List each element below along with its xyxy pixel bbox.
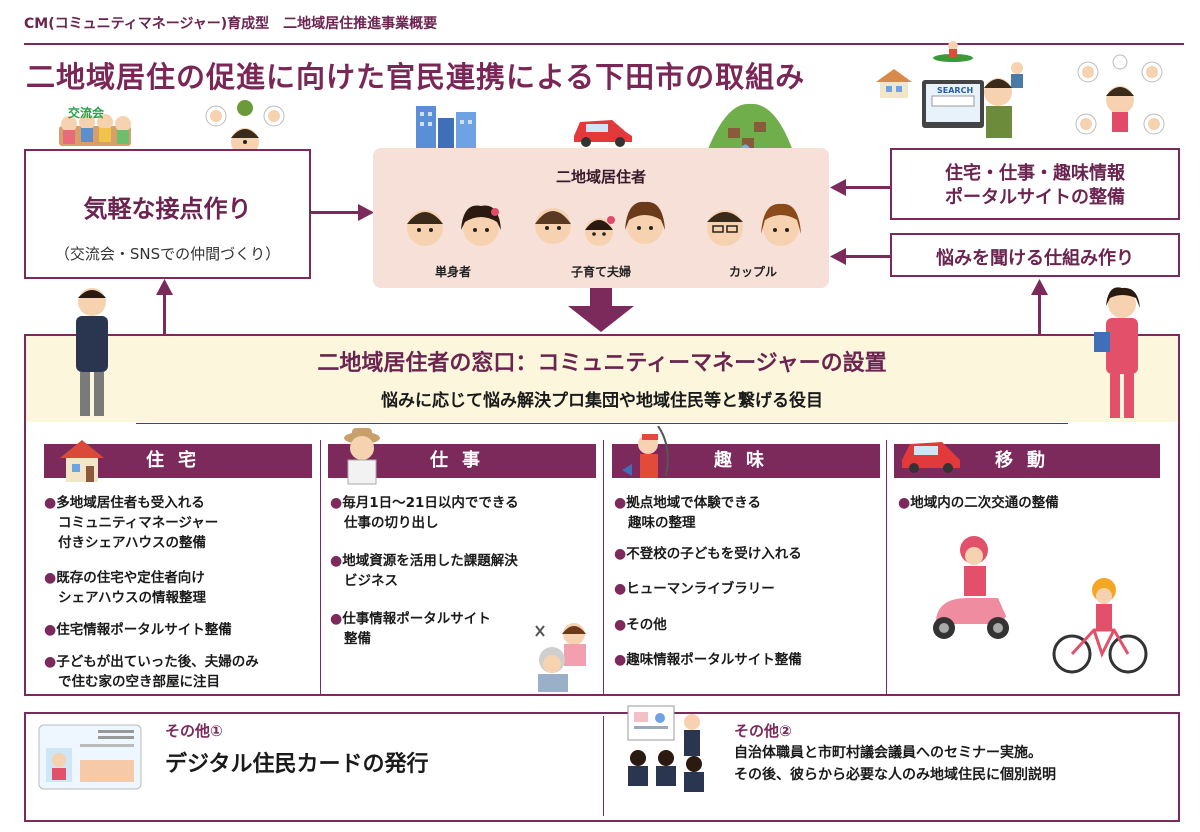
arrow-to-residents-line	[311, 211, 363, 214]
column-divider-1	[320, 440, 321, 694]
work-item-2: ●地域資源を活用した課題解決 ビジネス	[330, 553, 518, 589]
arrow-from-portal-head	[830, 179, 846, 196]
hobby-item-4: ●その他	[614, 617, 667, 633]
single-person-icons	[407, 205, 501, 246]
consult-text: 悩みを聞ける仕組み作り	[936, 248, 1134, 269]
casual-contact-box: 気軽な接点作り （交流会・SNSでの仲間づくり）	[24, 149, 311, 279]
fishing-person-illustration	[1011, 62, 1023, 88]
hobby-item-3: ●ヒューマンライブラリー	[614, 581, 775, 597]
work-item-3: ●仕事情報ポータルサイト 整備	[330, 611, 491, 647]
hobby-item-2: ●不登校の子どもを受け入れる	[614, 546, 802, 562]
hobby-item-5: ●趣味情報ポータルサイト整備	[614, 652, 802, 668]
city-buildings-illustration	[416, 106, 476, 158]
header-subtitle: CM(コミュニティマネージャー)育成型 二地域居住推進事業概要	[24, 16, 438, 32]
arrow-from-consult-head	[830, 248, 846, 265]
house-small-illustration	[876, 69, 912, 98]
arrow-from-consult-line	[845, 255, 890, 258]
seminar-illustration	[627, 705, 704, 792]
housing-item-4: ●子どもが出ていった後、夫婦のみ で住む家の空き部屋に注目	[44, 654, 259, 690]
arrow-up-right-line	[1038, 292, 1041, 334]
couple-icons	[707, 203, 801, 246]
others-2-text: 自治体職員と市町村議会議員へのセミナー実施。 その後、彼らから必要な人のみ地域住…	[734, 742, 1170, 786]
fishing-icon	[622, 426, 669, 478]
digital-card-illustration	[38, 724, 142, 790]
computer-search-illustration	[922, 78, 1012, 138]
two-region-residents-box: 二地域居住者 単身者 子育て夫婦 カップル	[373, 148, 829, 288]
community-manager-band	[26, 336, 1178, 422]
single-label: 単身者	[434, 265, 471, 279]
work-item-1: ●毎月1日～21日以内でできる 仕事の切り出し	[330, 495, 519, 531]
community-manager-title: 二地域居住者の窓口：コミュニティーマネージャーの設置	[317, 351, 887, 376]
hairdresser-illustration	[535, 623, 586, 692]
others-2-label: その他②	[734, 722, 792, 740]
housing-item-3: ●住宅情報ポータルサイト整備	[44, 622, 232, 638]
column-divider-3	[886, 440, 887, 694]
arrow-up-left-head	[156, 279, 173, 295]
kayak-illustration	[933, 41, 973, 62]
community-manager-subtitle: 悩みに応じて悩み解決プロ集団や地域住民等と繋げる役目	[381, 391, 823, 411]
transport-item-1: ●地域内の二次交通の整備	[898, 495, 1059, 511]
casual-contact-title: 気軽な接点作り	[83, 195, 252, 223]
page-title: 二地域居住の促進に向けた官民連携による下田市の取組み	[26, 60, 806, 94]
car-illustration	[574, 120, 632, 147]
others-divider	[603, 716, 604, 816]
bicycle-illustration	[1052, 578, 1148, 674]
community-manager-man-illustration	[76, 288, 108, 416]
arrow-up-left-line	[163, 292, 166, 334]
hobby-item-1: ●拠点地域で体験できる 趣味の整理	[614, 495, 761, 531]
category-transport-label: 移動	[995, 450, 1059, 471]
community-manager-woman-illustration	[1094, 287, 1140, 418]
search-illustration-text: SEARCH	[937, 86, 974, 95]
down-arrow	[568, 288, 634, 332]
exchange-party-illustration	[59, 114, 131, 146]
category-work-label: 仕事	[430, 450, 494, 471]
others-section	[24, 712, 1180, 822]
exchange-sign: 交流会	[68, 106, 105, 120]
portal-line-1: 住宅・仕事・趣味情報	[945, 163, 1125, 184]
arrow-up-right-head	[1031, 279, 1048, 295]
consult-box: 悩みを聞ける仕組み作り	[890, 233, 1180, 277]
countryside-illustration	[706, 103, 794, 156]
arrow-to-residents-head	[358, 204, 374, 221]
band-divider	[136, 423, 1068, 424]
family-label: 子育て夫婦	[570, 265, 631, 279]
others-2-line-2: その後、彼らから必要な人のみ地域住民に個別説明	[734, 767, 1056, 783]
scooter-illustration	[933, 536, 1009, 639]
house-icon	[60, 440, 104, 482]
others-1-text: デジタル住民カードの発行	[165, 752, 429, 777]
others-2-line-1: 自治体職員と市町村議会議員へのセミナー実施。	[734, 745, 1042, 761]
others-1-label: その他①	[165, 722, 223, 740]
portal-line-2: ポータルサイトの整備	[945, 187, 1125, 208]
couple-label: カップル	[728, 265, 777, 279]
portal-box: 住宅・仕事・趣味情報 ポータルサイトの整備	[890, 148, 1180, 220]
residents-title: 二地域居住者	[555, 168, 646, 186]
car-icon	[902, 442, 960, 473]
family-icons	[535, 201, 665, 246]
arrow-from-portal-line	[845, 186, 890, 189]
header-rule	[24, 43, 1184, 45]
category-housing-label: 住宅	[146, 450, 210, 471]
worker-icon	[344, 428, 380, 485]
category-hobby-label: 趣味	[714, 450, 778, 471]
people-network-illustration	[1075, 54, 1165, 135]
casual-contact-subtitle: （交流会・SNSでの仲間づくり）	[54, 245, 281, 263]
housing-item-2: ●既存の住宅や定住者向け シェアハウスの情報整理	[44, 570, 206, 606]
housing-item-1: ●多地域居住者も受入れる コミュニティマネージャー 付きシェアハウスの整備	[44, 495, 219, 551]
column-divider-2	[603, 440, 604, 694]
